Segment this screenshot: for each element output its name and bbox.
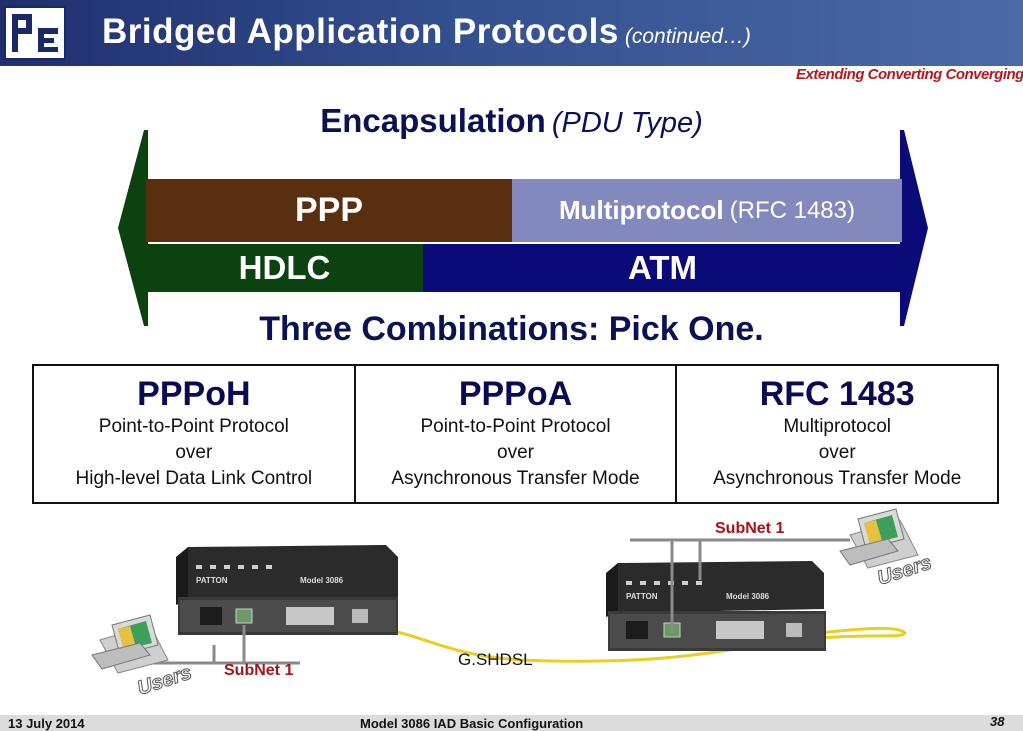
left-iad-device — [176, 545, 398, 635]
right-device-model: Model 3086 — [726, 592, 770, 601]
combination-line: Point-to-Point Protocol — [98, 416, 289, 437]
left-device-brand: PATTON — [196, 576, 228, 585]
left-user-computer-icon: Users — [91, 614, 195, 700]
combinations-table: PPPoH Point-to-Point Protocol over High-… — [32, 364, 999, 504]
right-subnet-wiring — [630, 538, 850, 630]
encapsulation-heading: Encapsulation(PDU Type) — [0, 102, 1023, 140]
hdlc-segment: HDLC — [146, 244, 423, 292]
combination-cell-pppoh: PPPoH Point-to-Point Protocol over High-… — [34, 366, 354, 502]
right-device-brand: PATTON — [626, 592, 658, 601]
gshdsl-link-label: G.SHDSL — [458, 650, 533, 669]
footer-document-title: Model 3086 IAD Basic Configuration — [360, 716, 584, 731]
slide-title: Bridged Application Protocols(continued…… — [102, 12, 751, 52]
slide-title-text: Bridged Application Protocols — [102, 12, 619, 51]
header-bar — [0, 0, 1023, 66]
combination-title: PPPoH — [137, 375, 251, 413]
network-illustration: Users Users PATTON Model 3086 PATTON Mod… — [91, 508, 935, 700]
right-user-computer-icon: Users — [839, 508, 935, 590]
footer-bar — [0, 715, 1023, 731]
combination-line: Point-to-Point Protocol — [420, 416, 611, 437]
encapsulation-heading-text: Encapsulation — [320, 102, 546, 139]
atm-segment: ATM — [423, 244, 902, 292]
combination-title: PPPoA — [458, 375, 573, 413]
multiprotocol-rfc-label: (RFC 1483) — [729, 196, 855, 224]
atm-label: ATM — [627, 249, 698, 286]
right-subnet-label: SubNet 1 — [715, 520, 785, 537]
encapsulation-heading-sub: (PDU Type) — [551, 107, 703, 139]
left-arrow-icon — [118, 130, 148, 326]
combination-title: RFC 1483 — [759, 375, 915, 413]
left-device-model: Model 3086 — [300, 576, 344, 585]
footer-date: 13 July 2014 — [8, 716, 85, 731]
ppp-segment: PPP — [146, 179, 512, 242]
right-iad-device — [606, 561, 826, 651]
ppp-label: PPP — [294, 191, 364, 229]
right-arrow-icon — [900, 130, 928, 326]
left-users-label: Users — [135, 662, 195, 700]
company-logo — [4, 6, 66, 60]
left-subnet-label: SubNet 1 — [224, 662, 294, 679]
slide-title-suffix: (continued…) — [624, 25, 751, 48]
combination-line: over — [818, 442, 856, 463]
footer-page-number: 38 — [990, 714, 1005, 729]
combination-line: Asynchronous Transfer Mode — [391, 468, 640, 489]
left-subnet-wiring — [150, 625, 300, 665]
combination-line: Asynchronous Transfer Mode — [713, 468, 962, 489]
combination-cell-rfc1483: RFC 1483 Multiprotocol over Asynchronous… — [675, 366, 997, 502]
multiprotocol-segment: Multiprotocol(RFC 1483) — [512, 179, 902, 242]
multiprotocol-label: Multiprotocol — [558, 195, 724, 225]
combination-line: Multiprotocol — [783, 416, 892, 437]
combination-line: High-level Data Link Control — [75, 468, 313, 489]
combinations-heading: Three Combinations: Pick One. — [259, 310, 764, 348]
combination-line: over — [175, 442, 213, 463]
hdlc-label: HDLC — [238, 249, 331, 286]
combination-cell-pppoa: PPPoA Point-to-Point Protocol over Async… — [353, 366, 676, 502]
combination-line: over — [497, 442, 534, 463]
company-tagline: Extending Converting Converging — [796, 66, 1023, 83]
